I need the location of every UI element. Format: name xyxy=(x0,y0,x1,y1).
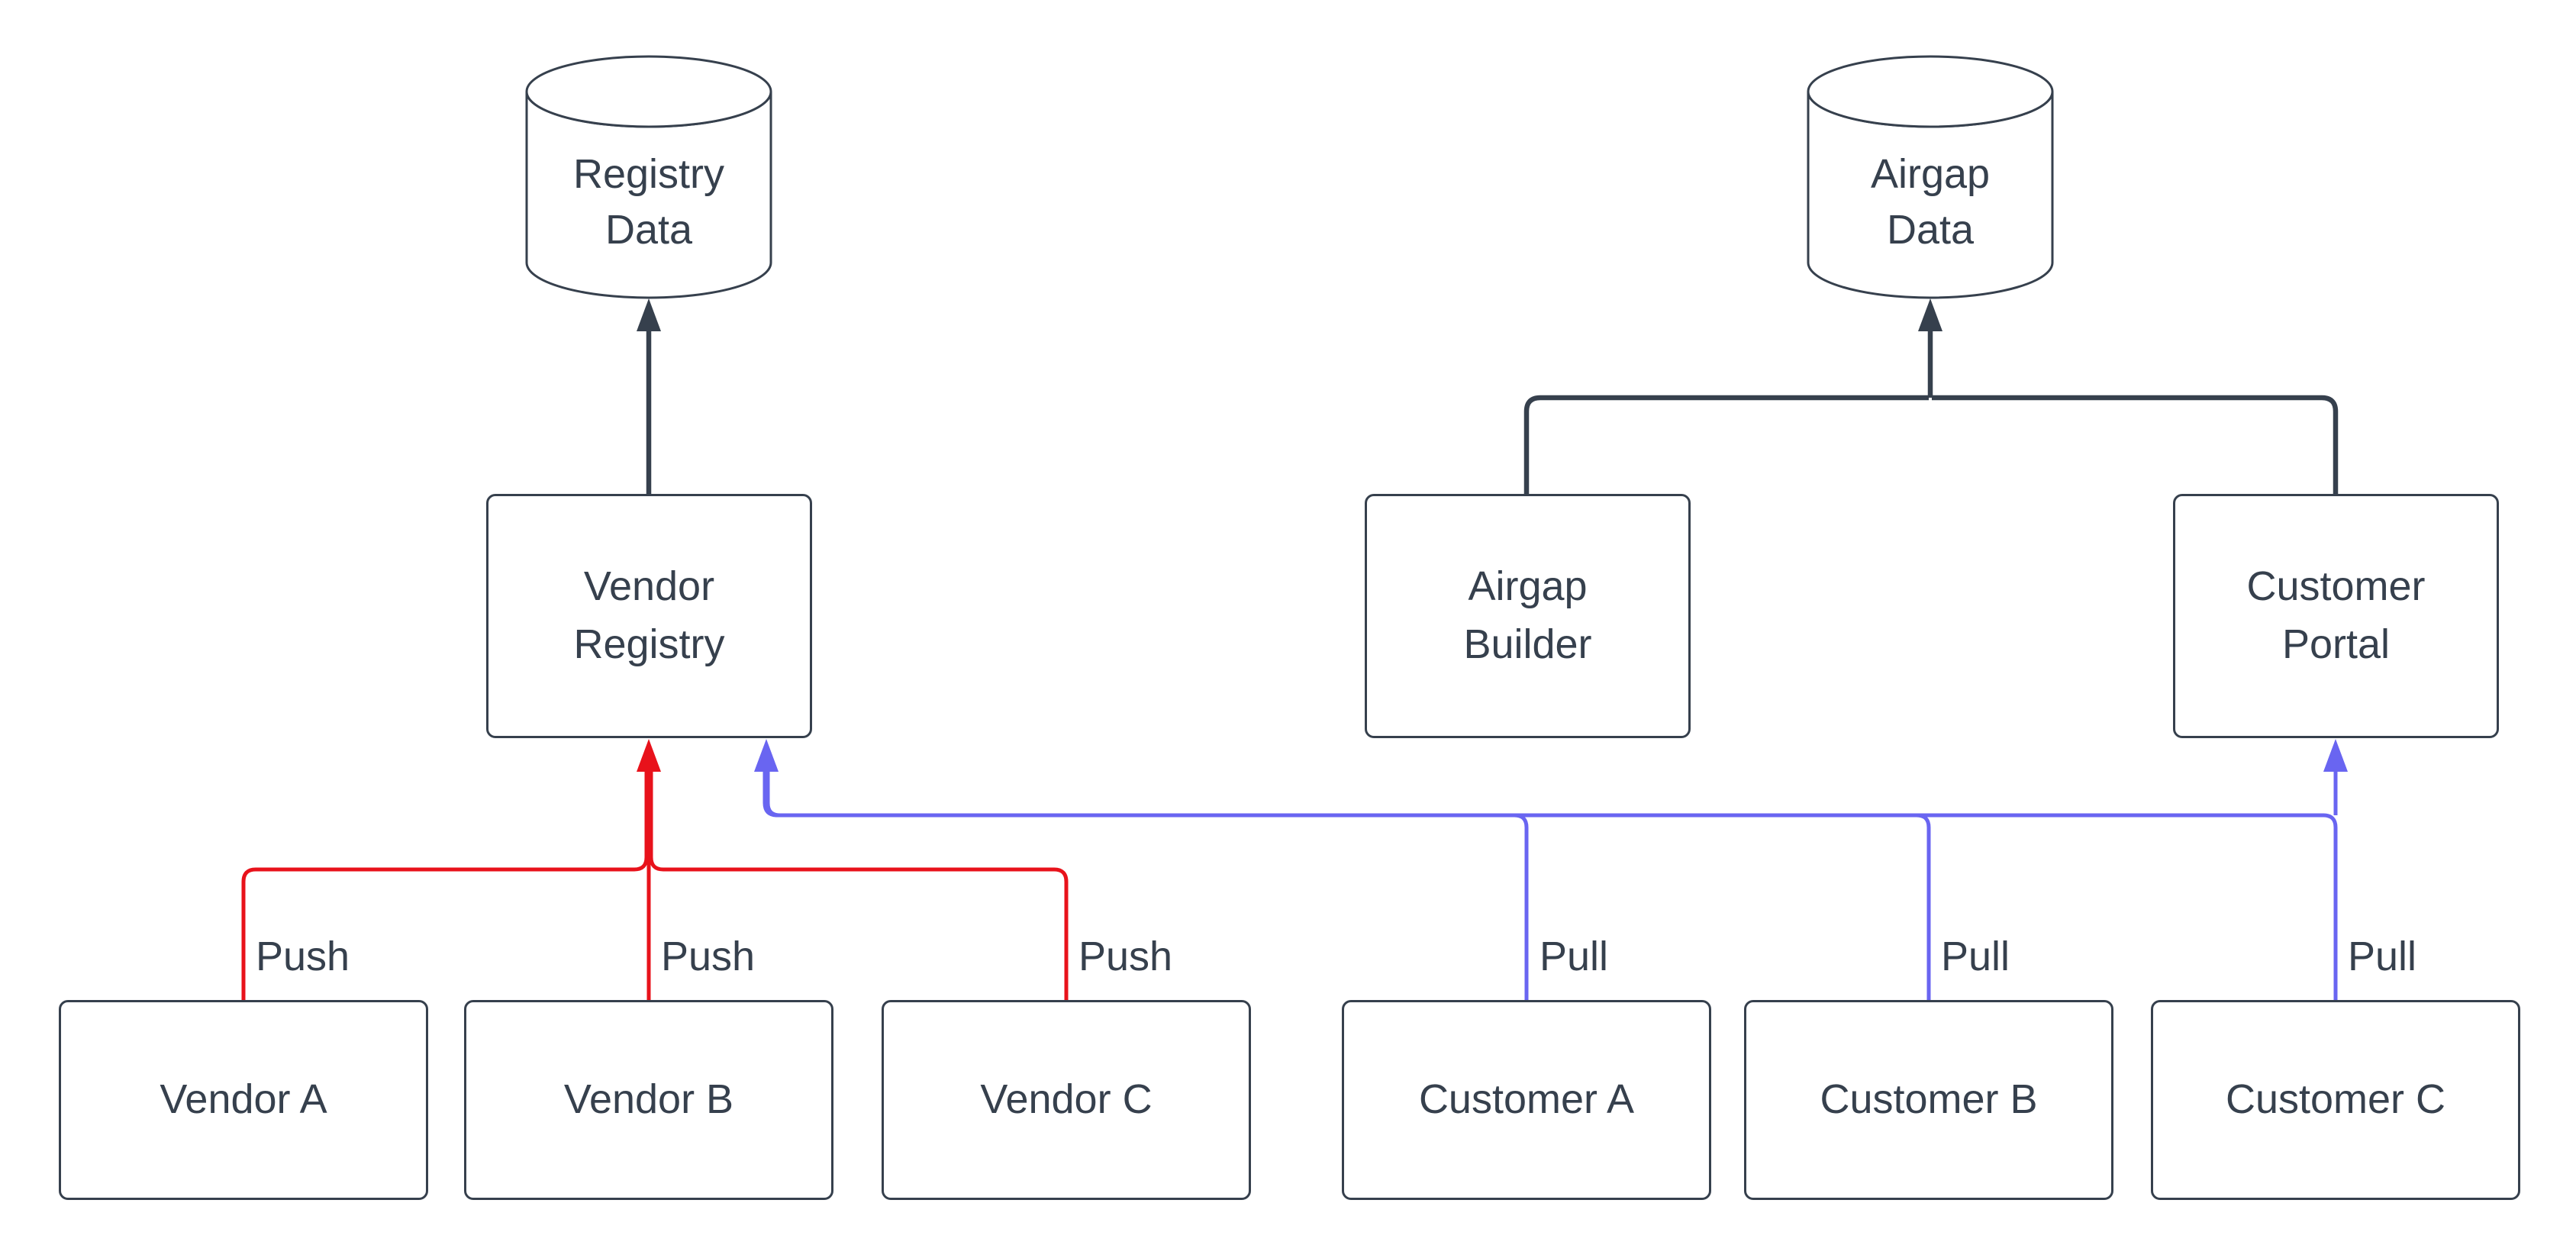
cylinder-airgap-data xyxy=(1807,55,2054,299)
node-customer-portal: Customer Portal xyxy=(2173,494,2499,738)
edge-label-pull-customer-a: Pull xyxy=(1539,934,1609,979)
edge-label-pull-customer-b: Pull xyxy=(1941,934,2010,979)
edge-label-push-vendor-c: Push xyxy=(1078,934,1173,979)
edge-label-push-vendor-a: Push xyxy=(256,934,350,979)
node-label: Customer B xyxy=(1820,1076,2038,1123)
node-vendor-c: Vendor C xyxy=(882,1000,1251,1200)
node-airgap-data-label: Airgap Data xyxy=(1831,115,2030,290)
node-label: Customer C xyxy=(2225,1076,2446,1123)
node-label: Vendor B xyxy=(563,1076,734,1123)
node-vendor-b: Vendor B xyxy=(464,1000,833,1200)
edge-label-pull-customer-c: Pull xyxy=(2348,934,2417,979)
node-airgap-builder: Airgap Builder xyxy=(1365,494,1691,738)
cylinder-registry-data xyxy=(525,55,772,299)
node-label: Vendor A xyxy=(160,1076,327,1123)
node-customer-a: Customer A xyxy=(1342,1000,1711,1200)
edge-customer-b-pull xyxy=(766,770,1931,1000)
node-vendor-registry: Vendor Registry xyxy=(486,494,812,738)
arrowhead-airgap-data xyxy=(1918,298,1942,331)
arrowhead-registry-data xyxy=(637,298,661,331)
node-customer-b: Customer B xyxy=(1744,1000,2113,1200)
node-registry-data-label: Registry Data xyxy=(550,115,748,290)
node-label: Customer Portal xyxy=(2246,563,2426,667)
node-label: Airgap Data xyxy=(1870,151,1991,253)
edge-vendor-a-push xyxy=(241,770,649,1000)
edge-customer-c-pull xyxy=(764,770,2338,1000)
arrowhead-pull-vendor-registry xyxy=(754,739,779,772)
node-label: Vendor C xyxy=(980,1076,1153,1123)
arrowhead-pull-customer-portal xyxy=(2323,739,2348,772)
edge-vendor-c-push xyxy=(649,770,1069,1000)
arrowhead-push-vendor-registry xyxy=(637,739,661,772)
node-label: Vendor Registry xyxy=(573,563,725,667)
edge-airgap-builder-to-airgap-data xyxy=(1523,395,1929,494)
node-customer-c: Customer C xyxy=(2151,1000,2520,1200)
node-label: Airgap Builder xyxy=(1463,563,1592,667)
node-label: Customer A xyxy=(1418,1076,1635,1123)
node-vendor-a: Vendor A xyxy=(59,1000,428,1200)
edge-label-push-vendor-b: Push xyxy=(661,934,756,979)
node-label: Registry Data xyxy=(572,151,725,253)
edge-customer-portal-to-airgap-data xyxy=(1932,395,2339,494)
